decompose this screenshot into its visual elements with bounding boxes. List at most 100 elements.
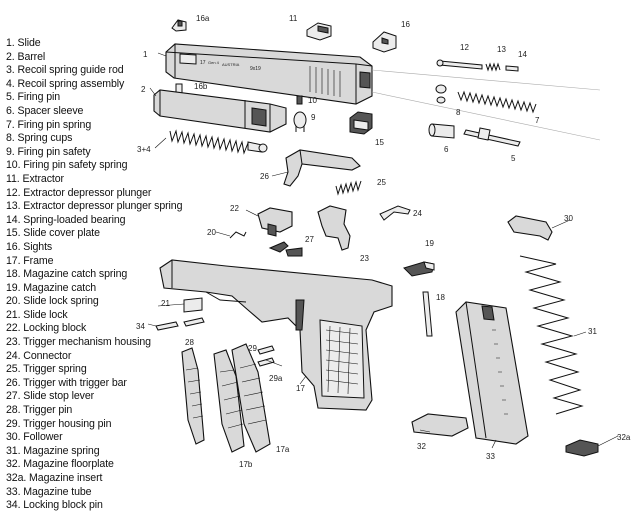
magazine-insert-part <box>565 439 599 457</box>
legend-item: 5. Firing pin <box>6 91 61 104</box>
callout-label: 17b <box>239 460 253 469</box>
callout-label: 32 <box>417 442 426 451</box>
callout-label: 27 <box>305 235 314 244</box>
callout-label: 8 <box>456 108 461 117</box>
spacer-sleeve-part <box>428 123 455 139</box>
legend-item: 33. Magazine tube <box>6 485 92 498</box>
legend-item: 28. Trigger pin <box>6 404 73 417</box>
legend-item: 23. Trigger mechanism housing <box>6 336 151 349</box>
callout-label: 2 <box>141 85 146 94</box>
callout-label: 31 <box>588 327 597 336</box>
callout-label: 10 <box>308 96 317 105</box>
extractor-plunger-part <box>436 59 483 70</box>
plunger-spring-part <box>485 62 501 72</box>
spring-cups-part <box>435 84 447 104</box>
legend-item: 1. Slide <box>6 37 41 49</box>
trigger-part <box>283 149 361 187</box>
legend-item: 30. Follower <box>6 431 63 444</box>
legend-item: 10. Firing pin safety spring <box>6 159 128 172</box>
trigger-housing-part <box>317 205 351 251</box>
callout-label: 15 <box>375 138 384 147</box>
legend-item: 13. Extractor depressor plunger spring <box>6 200 183 213</box>
slide-model-text: 17 <box>200 60 206 66</box>
trigger-spring-part <box>335 180 362 196</box>
callout-label: 19 <box>425 239 434 248</box>
legend-item: 20. Slide lock spring <box>6 295 99 308</box>
callout-label: 16 <box>401 20 410 29</box>
recoil-spring-part <box>169 129 268 155</box>
magazine-tube-part <box>455 301 529 445</box>
parts-drawing: 17 Gen 4 AUSTRIA 9x19 <box>136 14 631 469</box>
firing-pin-safety-part <box>293 111 307 132</box>
barrel-part <box>153 89 287 133</box>
callout-label: 6 <box>444 145 449 154</box>
leader-lines <box>147 52 619 449</box>
callout-labels: 16a 11 16 1 12 13 14 16b 2 10 9 8 7 3+4 … <box>136 14 631 469</box>
callout-label: 14 <box>518 50 527 59</box>
callout-label: 1 <box>143 50 148 59</box>
callout-label: 17 <box>296 384 305 393</box>
firing-pin-spring-part <box>457 90 537 114</box>
callout-label: 16b <box>194 82 208 91</box>
callout-label: 17a <box>276 445 290 454</box>
slide-lock-part <box>183 297 203 313</box>
legend-item: 34. Locking block pin <box>6 499 103 512</box>
magazine-floorplate-part <box>411 413 469 437</box>
legend-item: 31. Magazine spring <box>6 444 100 457</box>
legend-item: 4. Recoil spring assembly <box>6 77 125 90</box>
legend-item: 12. Extractor depressor plunger <box>6 186 152 199</box>
slide-stop-lever-part <box>268 241 303 257</box>
connector-part <box>379 205 411 221</box>
callout-label: 30 <box>564 214 573 223</box>
callout-label: 21 <box>161 299 170 308</box>
legend-item: 15. Slide cover plate <box>6 227 100 240</box>
callout-label: 26 <box>260 172 269 181</box>
locking-block-pin-part <box>155 321 179 331</box>
follower-part <box>507 215 553 241</box>
callout-label: 28 <box>185 338 194 347</box>
extractor-part <box>306 22 332 41</box>
backstrap-medium-part <box>213 349 245 453</box>
front-sight-part <box>171 19 187 32</box>
callout-label: 3+4 <box>137 145 151 154</box>
slide-country-text: AUSTRIA <box>222 62 240 67</box>
parts-legend: 1. Slide 2. Barrel 3. Recoil spring guid… <box>6 37 182 513</box>
trigger-pin-part <box>183 317 205 327</box>
callout-label: 11 <box>289 14 298 23</box>
magazine-spring-part <box>519 255 584 415</box>
callout-label: 29a <box>269 374 283 383</box>
locking-block-part <box>257 207 293 237</box>
callout-label: 33 <box>486 452 495 461</box>
legend-item: 6. Spacer sleeve <box>6 104 84 117</box>
callout-label: 22 <box>230 204 239 213</box>
callout-label: 13 <box>497 45 506 54</box>
exploded-diagram: 1. Slide 2. Barrel 3. Recoil spring guid… <box>6 14 631 511</box>
callout-label: 12 <box>460 43 469 52</box>
legend-item: 27. Slide stop lever <box>6 390 95 403</box>
trigger-housing-pin-part <box>257 345 275 367</box>
legend-item: 19. Magazine catch <box>6 281 97 294</box>
firing-pin-part <box>463 127 521 147</box>
legend-item: 11. Extractor <box>6 172 64 185</box>
backstrap-large-part <box>231 343 271 453</box>
slide-gen-text: Gen 4 <box>208 60 220 65</box>
legend-item: 2. Barrel <box>6 50 46 63</box>
legend-item: 3. Recoil spring guide rod <box>6 64 124 77</box>
callout-label: 16a <box>196 14 210 23</box>
callout-label: 7 <box>535 116 540 125</box>
legend-item: 9. Firing pin safety <box>6 145 91 158</box>
slide-cover-plate-part <box>349 111 373 135</box>
slide-caliber-text: 9x19 <box>250 66 261 72</box>
spring-bearing-part <box>505 65 519 72</box>
callout-label: 23 <box>360 254 369 263</box>
legend-item: 22. Locking block <box>6 322 87 335</box>
callout-label: 5 <box>511 154 516 163</box>
magazine-catch-spring-part <box>422 291 433 337</box>
backstrap-part <box>181 347 205 445</box>
legend-item: 32. Magazine floorplate <box>6 458 114 471</box>
callout-label: 32a <box>617 433 631 442</box>
callout-label: 34 <box>136 322 145 331</box>
legend-item: 24. Connector <box>6 349 72 362</box>
legend-item: 17. Frame <box>6 254 54 267</box>
rear-sight-part <box>372 31 397 53</box>
